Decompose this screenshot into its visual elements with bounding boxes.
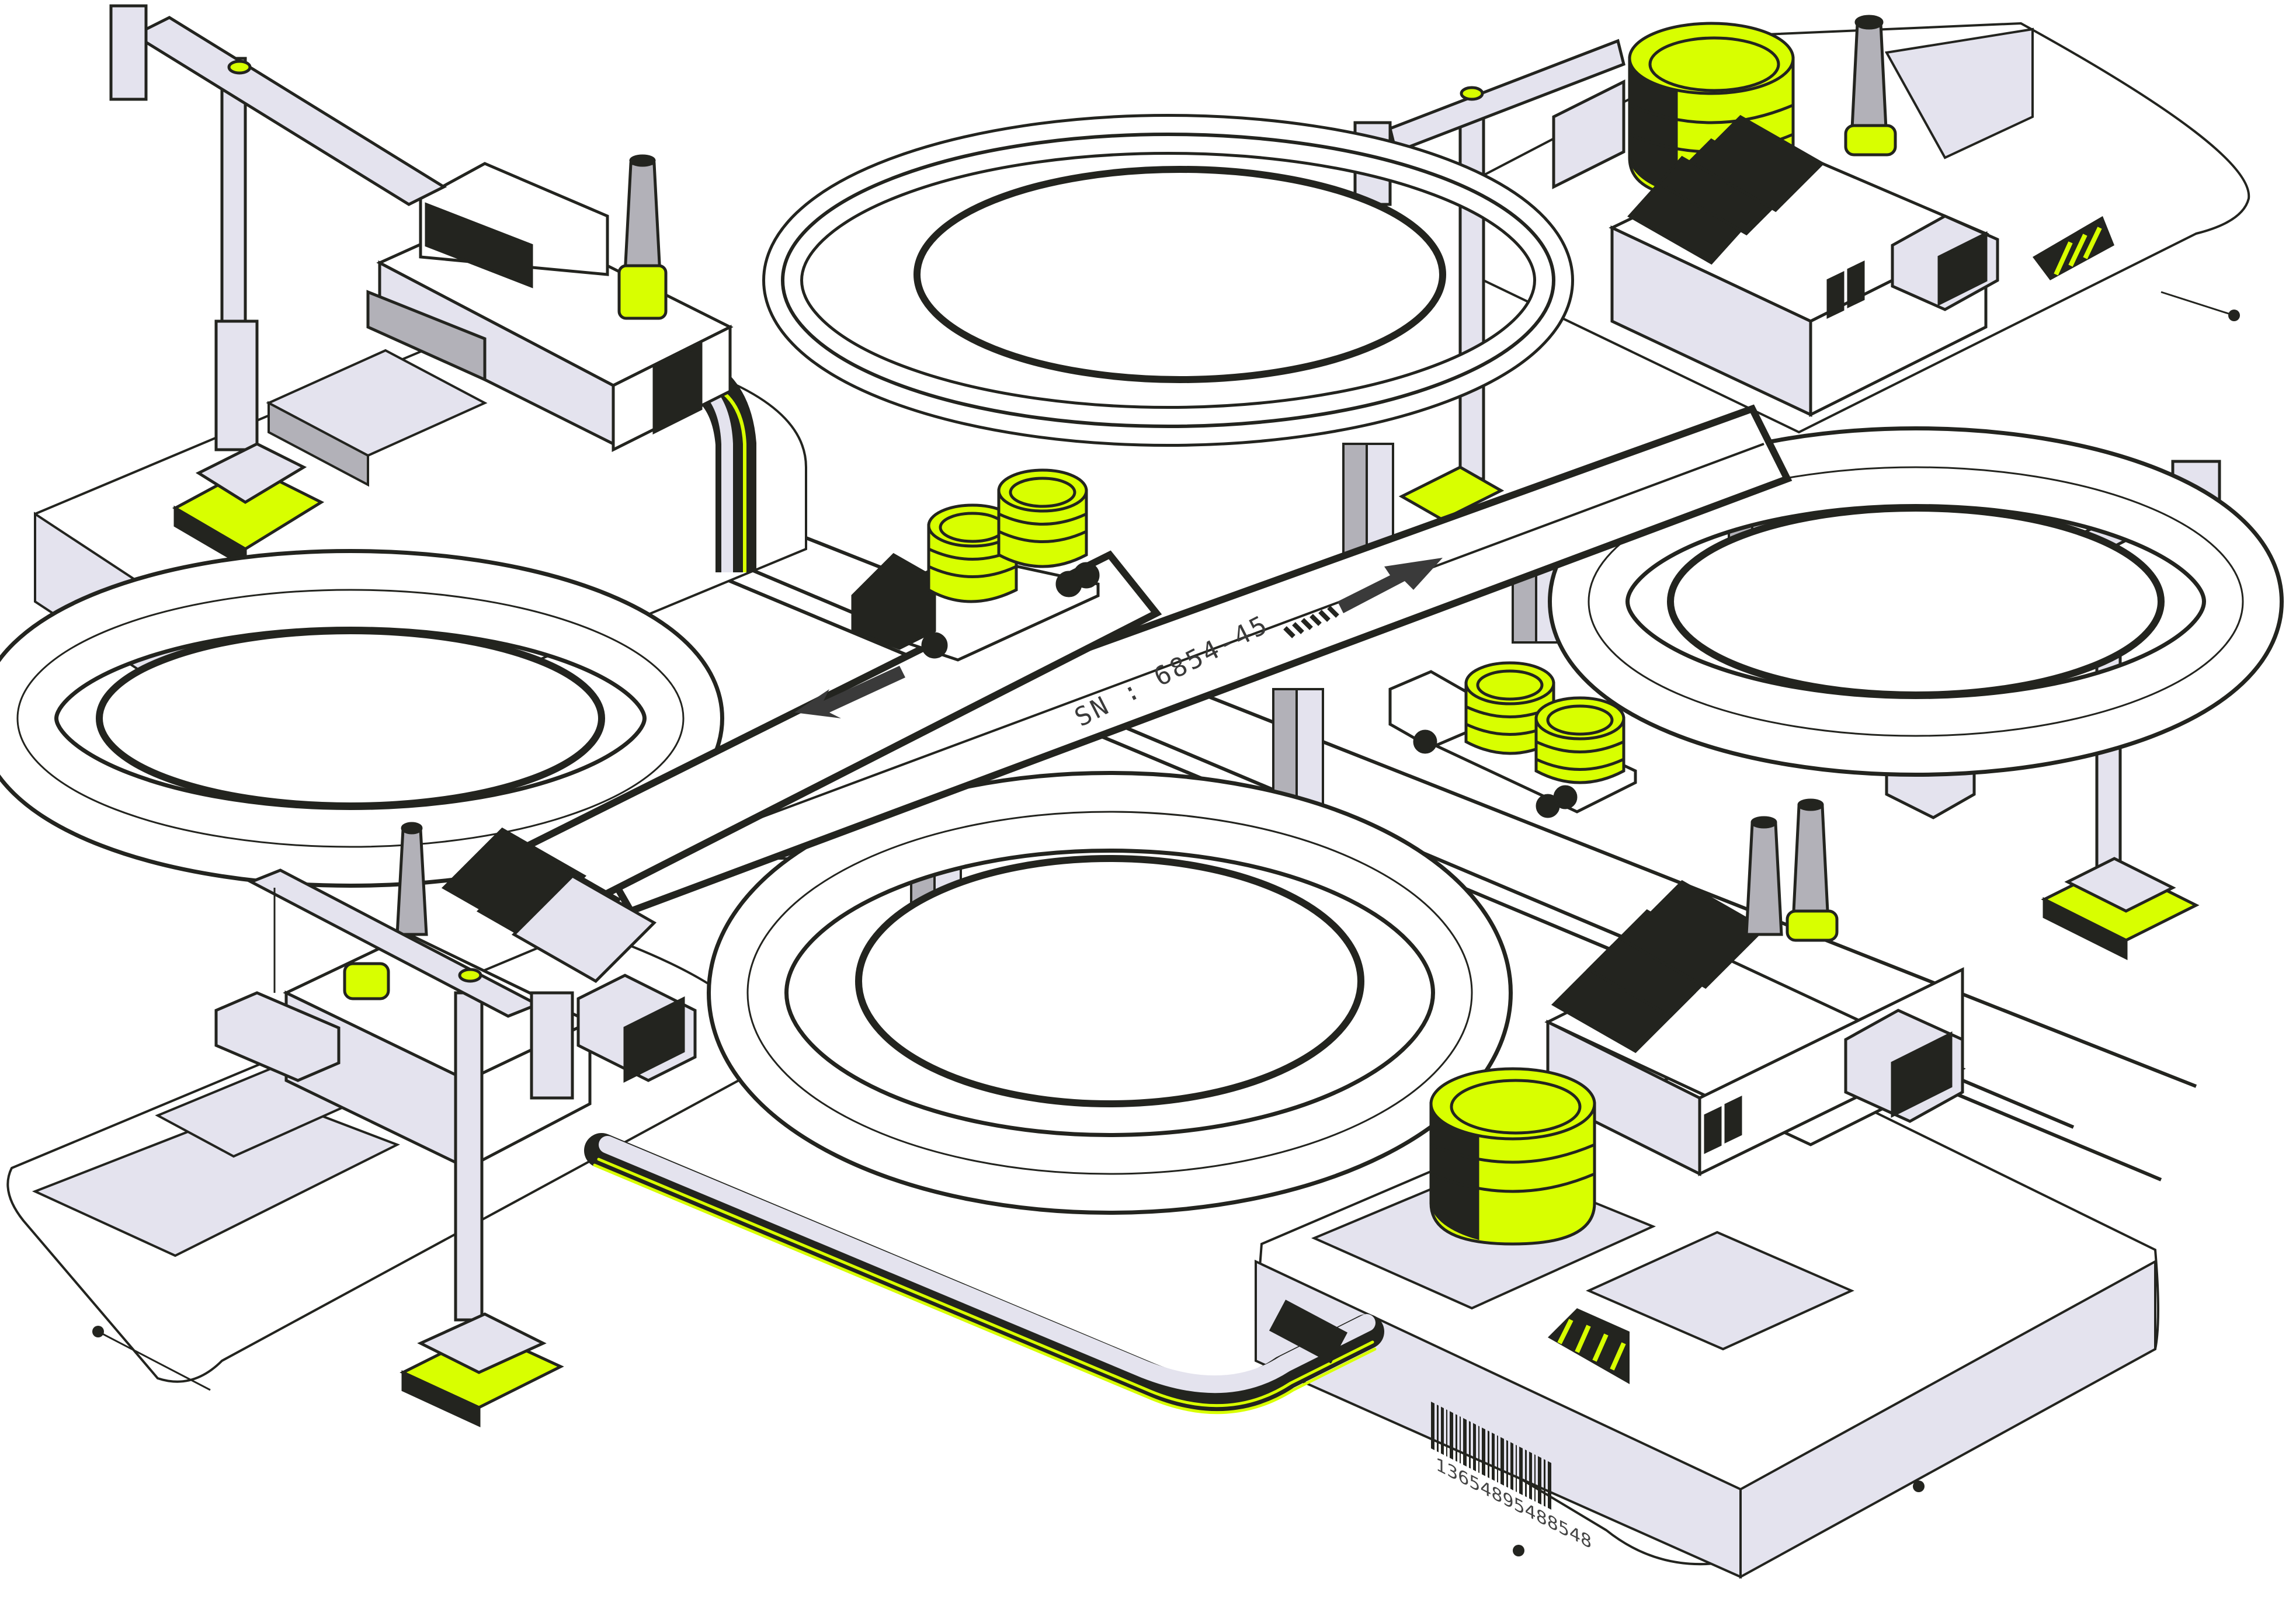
truck-top	[851, 468, 1100, 662]
crane-top-left	[109, 4, 447, 569]
chimney	[1850, 22, 1888, 142]
coin-stack	[997, 468, 1088, 568]
storage-tank-bottom	[1429, 1067, 1596, 1246]
factory-bottom-right	[1429, 798, 1966, 1246]
chimney	[623, 162, 662, 276]
chimney	[1791, 804, 1830, 925]
cargo-crate	[214, 991, 341, 1082]
road-network	[0, 114, 2284, 1215]
crane-bottom-left	[214, 868, 574, 1427]
truck-right	[1388, 661, 1637, 818]
factory-top-right	[1552, 15, 1999, 418]
hazard-sign-top-right	[2033, 216, 2114, 280]
arrow-left-icon	[794, 666, 905, 718]
chimney	[395, 828, 428, 936]
truck-cab	[851, 552, 936, 650]
factory-top-left	[366, 154, 734, 453]
platform-bottom-right: 13654895488548	[1254, 1067, 2159, 1579]
arrow-right-icon	[1338, 558, 1443, 613]
coin-stack	[1534, 696, 1625, 784]
chimney	[1745, 822, 1783, 936]
cable-bundle-bottom	[584, 1133, 1384, 1415]
